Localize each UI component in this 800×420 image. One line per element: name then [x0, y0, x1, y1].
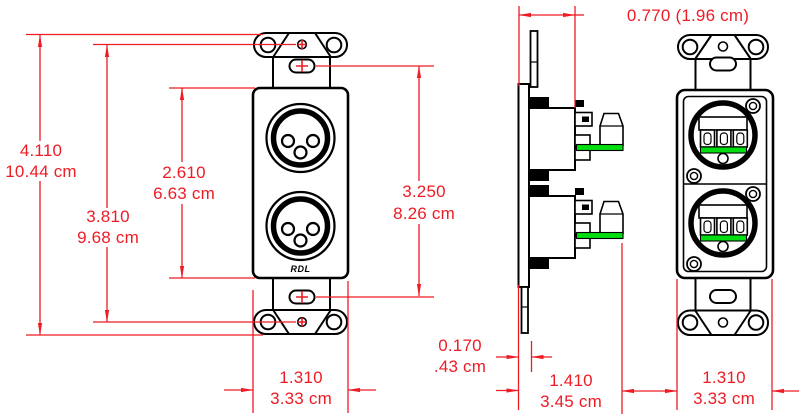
- dim-overall-depth: 0.770(1.96 cm): [626, 6, 750, 25]
- terminal-strip-green: [699, 234, 748, 242]
- ear-hole: [747, 314, 765, 331]
- screw-hole: [717, 41, 729, 52]
- dim-slot-spacing: 3.250 8.26 cm: [393, 182, 455, 223]
- rear-bottom-bracket: [677, 289, 769, 336]
- side-connector-module-top: [528, 97, 624, 181]
- panel-screw: [745, 98, 761, 114]
- dim-rear-depth: 1.410 3.45 cm: [540, 371, 602, 411]
- terminal-plug: [599, 112, 624, 147]
- terminal-strip-green: [699, 146, 748, 154]
- dim-overall-height: 4.110 10.44 cm: [5, 141, 77, 181]
- ear-hole: [747, 38, 765, 56]
- xlr-pin: [305, 133, 321, 149]
- terminal-strip-green: [575, 231, 624, 240]
- panel-screw: [686, 256, 702, 272]
- terminal-plug: [599, 200, 624, 235]
- xlr-pin: [293, 145, 308, 160]
- screw-hole: [717, 317, 729, 328]
- ear-hole: [681, 38, 699, 56]
- rear-top-bracket: [677, 34, 769, 72]
- dim-rear-width: 1.310 3.33 cm: [693, 368, 755, 408]
- dim-mount-screw-spacing: 3.810 9.68 cm: [77, 207, 139, 247]
- front-view: [251, 32, 350, 335]
- xlr-pin: [305, 221, 321, 237]
- plate-edge: [517, 83, 530, 288]
- xlr-pin: [280, 133, 296, 149]
- panel-screw: [745, 186, 761, 202]
- xlr-rear-bottom: [686, 186, 761, 272]
- xlr-connector-front-top: [265, 102, 336, 174]
- dim-plate-thickness: 0.170 .43 cm: [433, 336, 487, 376]
- xlr-pin: [293, 233, 308, 248]
- panel-screw: [686, 168, 702, 184]
- xlr-rear-top: [686, 98, 761, 184]
- brand-label: RDL: [290, 264, 311, 274]
- ear-hole: [325, 313, 343, 331]
- dim-insert-height: 2.610 6.63 cm: [153, 163, 215, 203]
- plate-bottom-tail: [520, 286, 529, 334]
- mounting-slot: [709, 56, 737, 72]
- xlr-connector-front-bottom: [265, 190, 336, 262]
- terminal-strip-green: [575, 143, 624, 152]
- ear-hole: [681, 314, 699, 331]
- plate-top-tail: [529, 30, 539, 88]
- side-connector-module-bottom: [528, 185, 624, 269]
- ear-hole: [325, 36, 343, 54]
- xlr-pin: [280, 221, 296, 237]
- side-view: [517, 30, 624, 334]
- dim-front-width: 1.310 3.33 cm: [270, 368, 332, 408]
- rear-view: [675, 34, 775, 336]
- mounting-slot: [709, 289, 737, 304]
- front-plate-body: [251, 86, 350, 280]
- dimension-lines: [26, 6, 799, 414]
- center-marks: [296, 40, 308, 327]
